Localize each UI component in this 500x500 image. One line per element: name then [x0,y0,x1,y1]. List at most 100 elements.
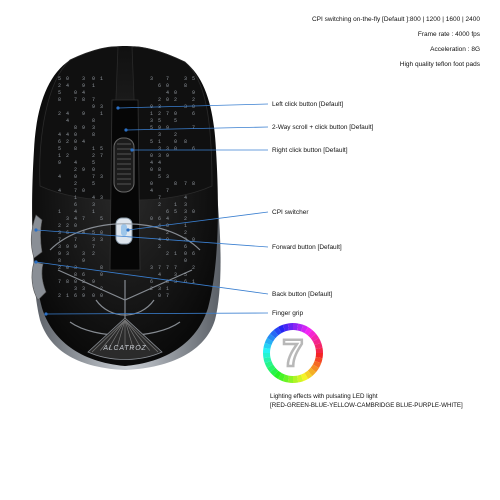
matrix-digit: 4 [150,188,153,194]
leader-dot-1 [124,128,128,132]
matrix-digit: 2 [66,139,69,145]
rainbow-ring-segment [314,353,323,359]
matrix-digit: 1 [166,286,169,292]
matrix-digit: 3 [82,286,85,292]
matrix-digit: 1 [66,293,69,299]
matrix-digit: 2 [58,111,61,117]
matrix-digit: 2 [166,230,169,236]
matrix-digit: 3 [92,125,95,131]
matrix-digit: 9 [192,90,195,96]
matrix-digit: 2 [92,251,95,257]
rainbow-ring-segment [307,330,316,339]
rainbow-ring-segment [304,327,313,337]
matrix-digit: 5 [92,181,95,187]
matrix-digit: 3 [150,265,153,271]
matrix-digit: 5 [184,272,187,278]
matrix-digit: 4 [82,139,85,145]
matrix-digit: 7 [158,195,161,201]
matrix-digit: 0 [174,111,177,117]
matrix-digit: 1 [100,76,103,82]
fan-rib [91,319,126,353]
matrix-digit: 3 [158,153,161,159]
matrix-digit: 9 [74,244,77,250]
matrix-digit: 3 [174,272,177,278]
matrix-digit: 2 [158,97,161,103]
matrix-digit: 1 [184,223,187,229]
matrix-digit: 5 [92,160,95,166]
matrix-digit: 0 [92,167,95,173]
matrix-digit: 0 [184,251,187,257]
callout-right-click: Right click button [Default] [272,147,348,154]
matrix-digit: 2 [58,265,61,271]
matrix-digit: 7 [58,279,61,285]
matrix-digit: 3 [150,76,153,82]
matrix-digit: 4 [92,195,95,201]
matrix-digit: 6 [74,293,77,299]
rainbow-ring-segment [282,323,290,333]
spec-frame-rate: Frame rate : 4000 fps [417,31,480,38]
fan-rib [124,319,134,349]
rainbow-ring-segment [264,360,274,368]
matrix-digit: 1 [92,209,95,215]
lighting-title: Lighting effects with pulsating LED ligh… [270,393,378,400]
matrix-digit: 2 [192,265,195,271]
matrix-digit: 5 [158,174,161,180]
rainbow-ring-segment [270,367,279,376]
matrix-digit: 8 [92,132,95,138]
leader-line-0 [117,103,269,109]
matrix-digit: 0 [166,83,169,89]
forward-side-button[interactable] [30,214,43,259]
matrix-digit: 8 [58,97,61,103]
matrix-digit: 1 [58,153,61,159]
matrix-digit: 8 [74,125,77,131]
back-side-button[interactable] [31,261,47,301]
rainbow-ring-segment [270,330,279,339]
callout-back: Back button [Default] [272,291,333,298]
matrix-digit: 6 [158,216,161,222]
spec-foot-pads: High quality teflon foot pads [399,61,480,68]
matrix-digit: 2 [66,153,69,159]
matrix-digit: 3 [74,265,77,271]
rainbow-ring-segment [304,369,313,379]
matrix-digit: 7 [166,76,169,82]
matrix-digit: 2 [158,111,161,117]
matrix-digit: 3 [184,202,187,208]
matrix-digit: 6 [192,251,195,257]
rainbow-ring-segment [293,374,299,383]
rainbow-ring-segment [314,347,323,353]
matrix-digit: 3 [66,216,69,222]
matrix-pattern: 5258246519441237398272044442232693081078… [58,76,195,299]
matrix-digit: 2 [100,286,103,292]
matrix-digit: 1 [58,209,61,215]
matrix-digit: 2 [174,132,177,138]
matrix-digit: 8 [100,265,103,271]
matrix-digit: 2 [192,97,195,103]
cpi-switcher-light [121,224,127,236]
matrix-digit: 5 [58,146,61,152]
lighting-colors: [RED-GREEN-BLUE-YELLOW-CAMBRIDGE BLUE-PU… [270,402,463,409]
matrix-digit: 0 [92,293,95,299]
matrix-digit: 3 [58,244,61,250]
lighting-description: Lighting effects with pulsating LED ligh… [270,392,463,410]
matrix-digit: 3 [58,230,61,236]
right-click-button[interactable] [131,46,213,201]
rainbow-ring-segment [293,323,299,332]
leader-line-3 [127,211,269,231]
rainbow-ring-segment [263,353,272,359]
rainbow-ring-segment [287,374,293,383]
rainbow-ring-segment [278,324,286,334]
matrix-digit: 3 [82,76,85,82]
left-click-button[interactable] [39,46,119,201]
rainbow-ring-segment [312,360,322,368]
matrix-digit: 0 [192,209,195,215]
matrix-digit: 0 [100,272,103,278]
matrix-digit: 7 [100,153,103,159]
matrix-digit: 5 [192,76,195,82]
matrix-digit: 0 [74,279,77,285]
matrix-digit: 3 [100,237,103,243]
callout-leader-lines [34,103,269,316]
matrix-digit: 2 [82,279,85,285]
matrix-digit: 7 [92,174,95,180]
matrix-digit: 1 [150,111,153,117]
matrix-digit: 5 [100,216,103,222]
